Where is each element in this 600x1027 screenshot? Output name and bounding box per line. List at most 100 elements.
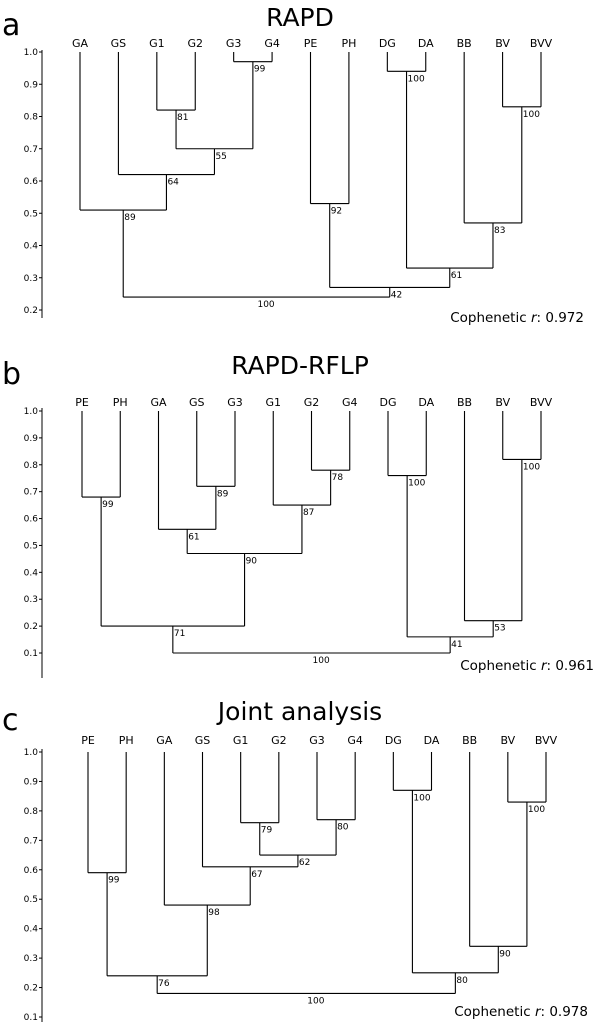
leaf-label: BV — [495, 396, 510, 409]
y-axis-tick-label: 0.8 — [24, 113, 39, 123]
bootstrap-value: 53 — [494, 624, 505, 634]
bootstrap-value: 81 — [177, 113, 188, 123]
leaf-label: G1 — [149, 37, 165, 50]
y-axis-tick-label: 0.6 — [24, 177, 39, 187]
cophenetic-correlation: Cophenetic r: 0.961 — [460, 658, 594, 674]
leaf-label: PE — [81, 734, 95, 747]
leaf-label: DG — [379, 37, 396, 50]
leaf-label: G3 — [309, 734, 325, 747]
leaf-label: DA — [418, 396, 434, 409]
bootstrap-value: 42 — [391, 290, 402, 300]
bootstrap-value: 100 — [413, 793, 430, 803]
leaf-label: GA — [150, 396, 167, 409]
panel-title: RAPD-RFLP — [231, 351, 369, 380]
leaf-label: G1 — [233, 734, 249, 747]
bootstrap-value: 78 — [332, 473, 344, 483]
y-axis-tick-label: 0.6 — [24, 515, 39, 525]
cophenetic-r: r — [535, 1004, 542, 1020]
cophenetic-value: : 0.978 — [541, 1004, 589, 1020]
leaf-label: G3 — [227, 396, 243, 409]
cophenetic-value: : 0.961 — [547, 658, 595, 674]
bootstrap-value: 89 — [124, 213, 136, 223]
bootstrap-value: 99 — [108, 876, 120, 886]
bootstrap-value: 41 — [451, 640, 462, 650]
y-axis-tick-label: 0.5 — [24, 895, 38, 905]
leaf-label: DA — [418, 37, 434, 50]
y-axis-tick-label: 0.2 — [24, 306, 38, 316]
y-axis-tick-label: 0.1 — [24, 649, 38, 659]
leaf-label: G4 — [264, 37, 280, 50]
leaf-label: DG — [385, 734, 402, 747]
leaf-label: PH — [119, 734, 134, 747]
bootstrap-value: 87 — [303, 508, 314, 518]
leaf-label: G4 — [342, 396, 358, 409]
bootstrap-value: 80 — [337, 823, 349, 833]
bootstrap-value: 98 — [208, 908, 220, 918]
y-axis-tick-label: 0.5 — [24, 209, 38, 219]
leaf-label: GS — [189, 396, 205, 409]
y-axis-tick-label: 0.7 — [24, 836, 38, 846]
bootstrap-value: 64 — [167, 178, 179, 188]
leaf-label: BB — [457, 37, 472, 50]
leaf-label: BV — [495, 37, 510, 50]
cophenetic-correlation: Cophenetic r: 0.972 — [450, 310, 584, 326]
y-axis-tick-label: 0.6 — [24, 866, 39, 876]
bootstrap-value: 99 — [102, 500, 114, 510]
panel-letter: c — [2, 703, 19, 738]
leaf-label: GS — [195, 734, 211, 747]
leaf-label: GA — [72, 37, 89, 50]
leaf-label: G2 — [271, 734, 287, 747]
y-axis-tick-label: 0.9 — [24, 80, 39, 90]
bootstrap-value: 100 — [523, 462, 540, 472]
y-axis-tick-label: 0.3 — [24, 274, 38, 284]
bootstrap-value: 80 — [456, 976, 468, 986]
bootstrap-value: 100 — [307, 996, 324, 1006]
y-axis-tick-label: 0.3 — [24, 595, 38, 605]
bootstrap-value: 55 — [215, 152, 226, 162]
bootstrap-value: 100 — [408, 74, 425, 84]
y-axis-tick-label: 1.0 — [24, 748, 39, 758]
leaf-label: GA — [156, 734, 173, 747]
y-axis-tick-label: 0.8 — [24, 461, 39, 471]
leaf-label: G2 — [187, 37, 203, 50]
bootstrap-value: 79 — [261, 826, 273, 836]
bootstrap-value: 92 — [331, 207, 342, 217]
leaf-label: G3 — [226, 37, 242, 50]
panel-title: Joint analysis — [216, 697, 382, 726]
leaf-label: G2 — [304, 396, 320, 409]
leaf-label: BV — [500, 734, 515, 747]
y-axis-tick-label: 0.2 — [24, 984, 38, 994]
y-axis-tick-label: 0.4 — [24, 568, 39, 578]
leaf-label: PE — [304, 37, 318, 50]
y-axis-tick-label: 0.9 — [24, 434, 39, 444]
bootstrap-value: 90 — [246, 557, 258, 567]
leaf-label: BVV — [530, 396, 553, 409]
leaf-label: PH — [113, 396, 128, 409]
leaf-label: BB — [462, 734, 477, 747]
cophenetic-label: Cophenetic — [454, 1004, 535, 1020]
cophenetic-label: Cophenetic — [450, 310, 531, 326]
leaf-label: DG — [380, 396, 397, 409]
bootstrap-value: 100 — [408, 479, 425, 489]
leaf-label: BVV — [535, 734, 558, 747]
y-axis-tick-label: 0.3 — [24, 954, 38, 964]
bootstrap-value: 76 — [158, 979, 170, 989]
leaf-label: BB — [457, 396, 472, 409]
bootstrap-value: 61 — [451, 271, 462, 281]
y-axis-tick-label: 0.7 — [24, 488, 38, 498]
leaf-label: PH — [341, 37, 356, 50]
cophenetic-correlation: Cophenetic r: 0.978 — [454, 1004, 588, 1020]
y-axis-tick-label: 1.0 — [24, 48, 39, 58]
bootstrap-value: 100 — [257, 300, 274, 310]
y-axis-tick-label: 0.9 — [24, 777, 39, 787]
bootstrap-value: 100 — [313, 656, 330, 666]
panel-letter: a — [2, 8, 20, 43]
bootstrap-value: 71 — [174, 629, 185, 639]
bootstrap-value: 90 — [499, 949, 511, 959]
panel-title: RAPD — [266, 3, 334, 32]
bootstrap-value: 99 — [254, 65, 266, 75]
